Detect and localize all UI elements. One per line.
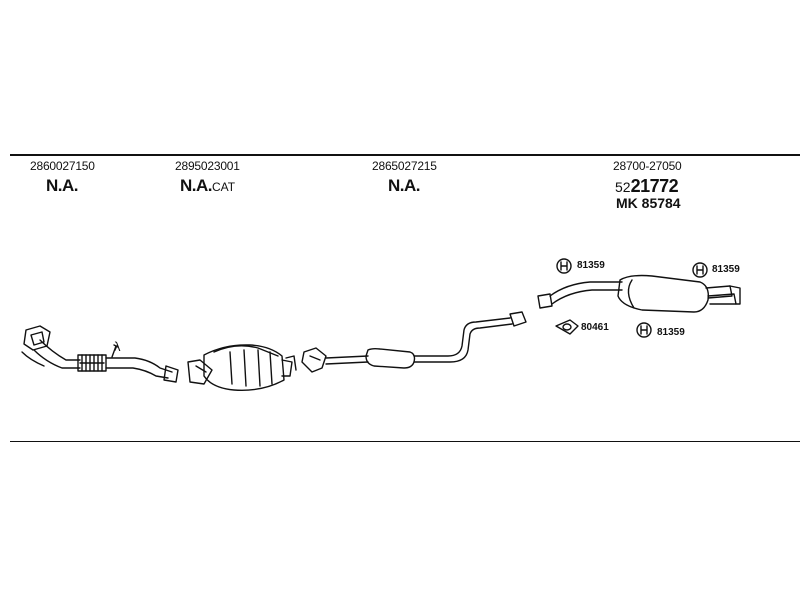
rear-muffler-code-main: 21772 [630, 176, 679, 196]
gasket-icon [555, 319, 579, 335]
top-divider [10, 154, 800, 156]
hanger-ref-3: 81359 [657, 327, 685, 338]
gasket-ref: 80461 [581, 322, 609, 333]
center-pipe-status: N.A. [388, 176, 421, 195]
rear-muffler-part-number: 28700-27050 [613, 159, 682, 173]
center-pipe-part-number: 2865027215 [372, 159, 437, 173]
catalyst-status-suffix: CAT [212, 180, 236, 194]
hanger-icon [556, 258, 572, 274]
hanger-icon [636, 322, 652, 338]
catalyst-status: N.A.CAT [180, 176, 235, 196]
rear-muffler-mk-number: MK 85784 [616, 195, 681, 211]
hanger-ref-2: 81359 [712, 264, 740, 275]
center-pipe-drawing [301, 311, 527, 373]
rear-muffler-code: 5221772 [615, 176, 679, 197]
front-pipe-drawing [21, 325, 179, 383]
hanger-icon [692, 262, 708, 278]
rear-muffler-code-prefix: 52 [615, 179, 631, 195]
bottom-divider [10, 441, 800, 442]
catalytic-converter-drawing [187, 344, 297, 391]
front-pipe-part-number: 2860027150 [30, 159, 95, 173]
catalyst-status-text: N.A. [180, 176, 213, 195]
rear-muffler-drawing [537, 274, 741, 313]
front-pipe-status: N.A. [46, 176, 79, 195]
catalyst-part-number: 2895023001 [175, 159, 240, 173]
hanger-ref-1: 81359 [577, 260, 605, 271]
